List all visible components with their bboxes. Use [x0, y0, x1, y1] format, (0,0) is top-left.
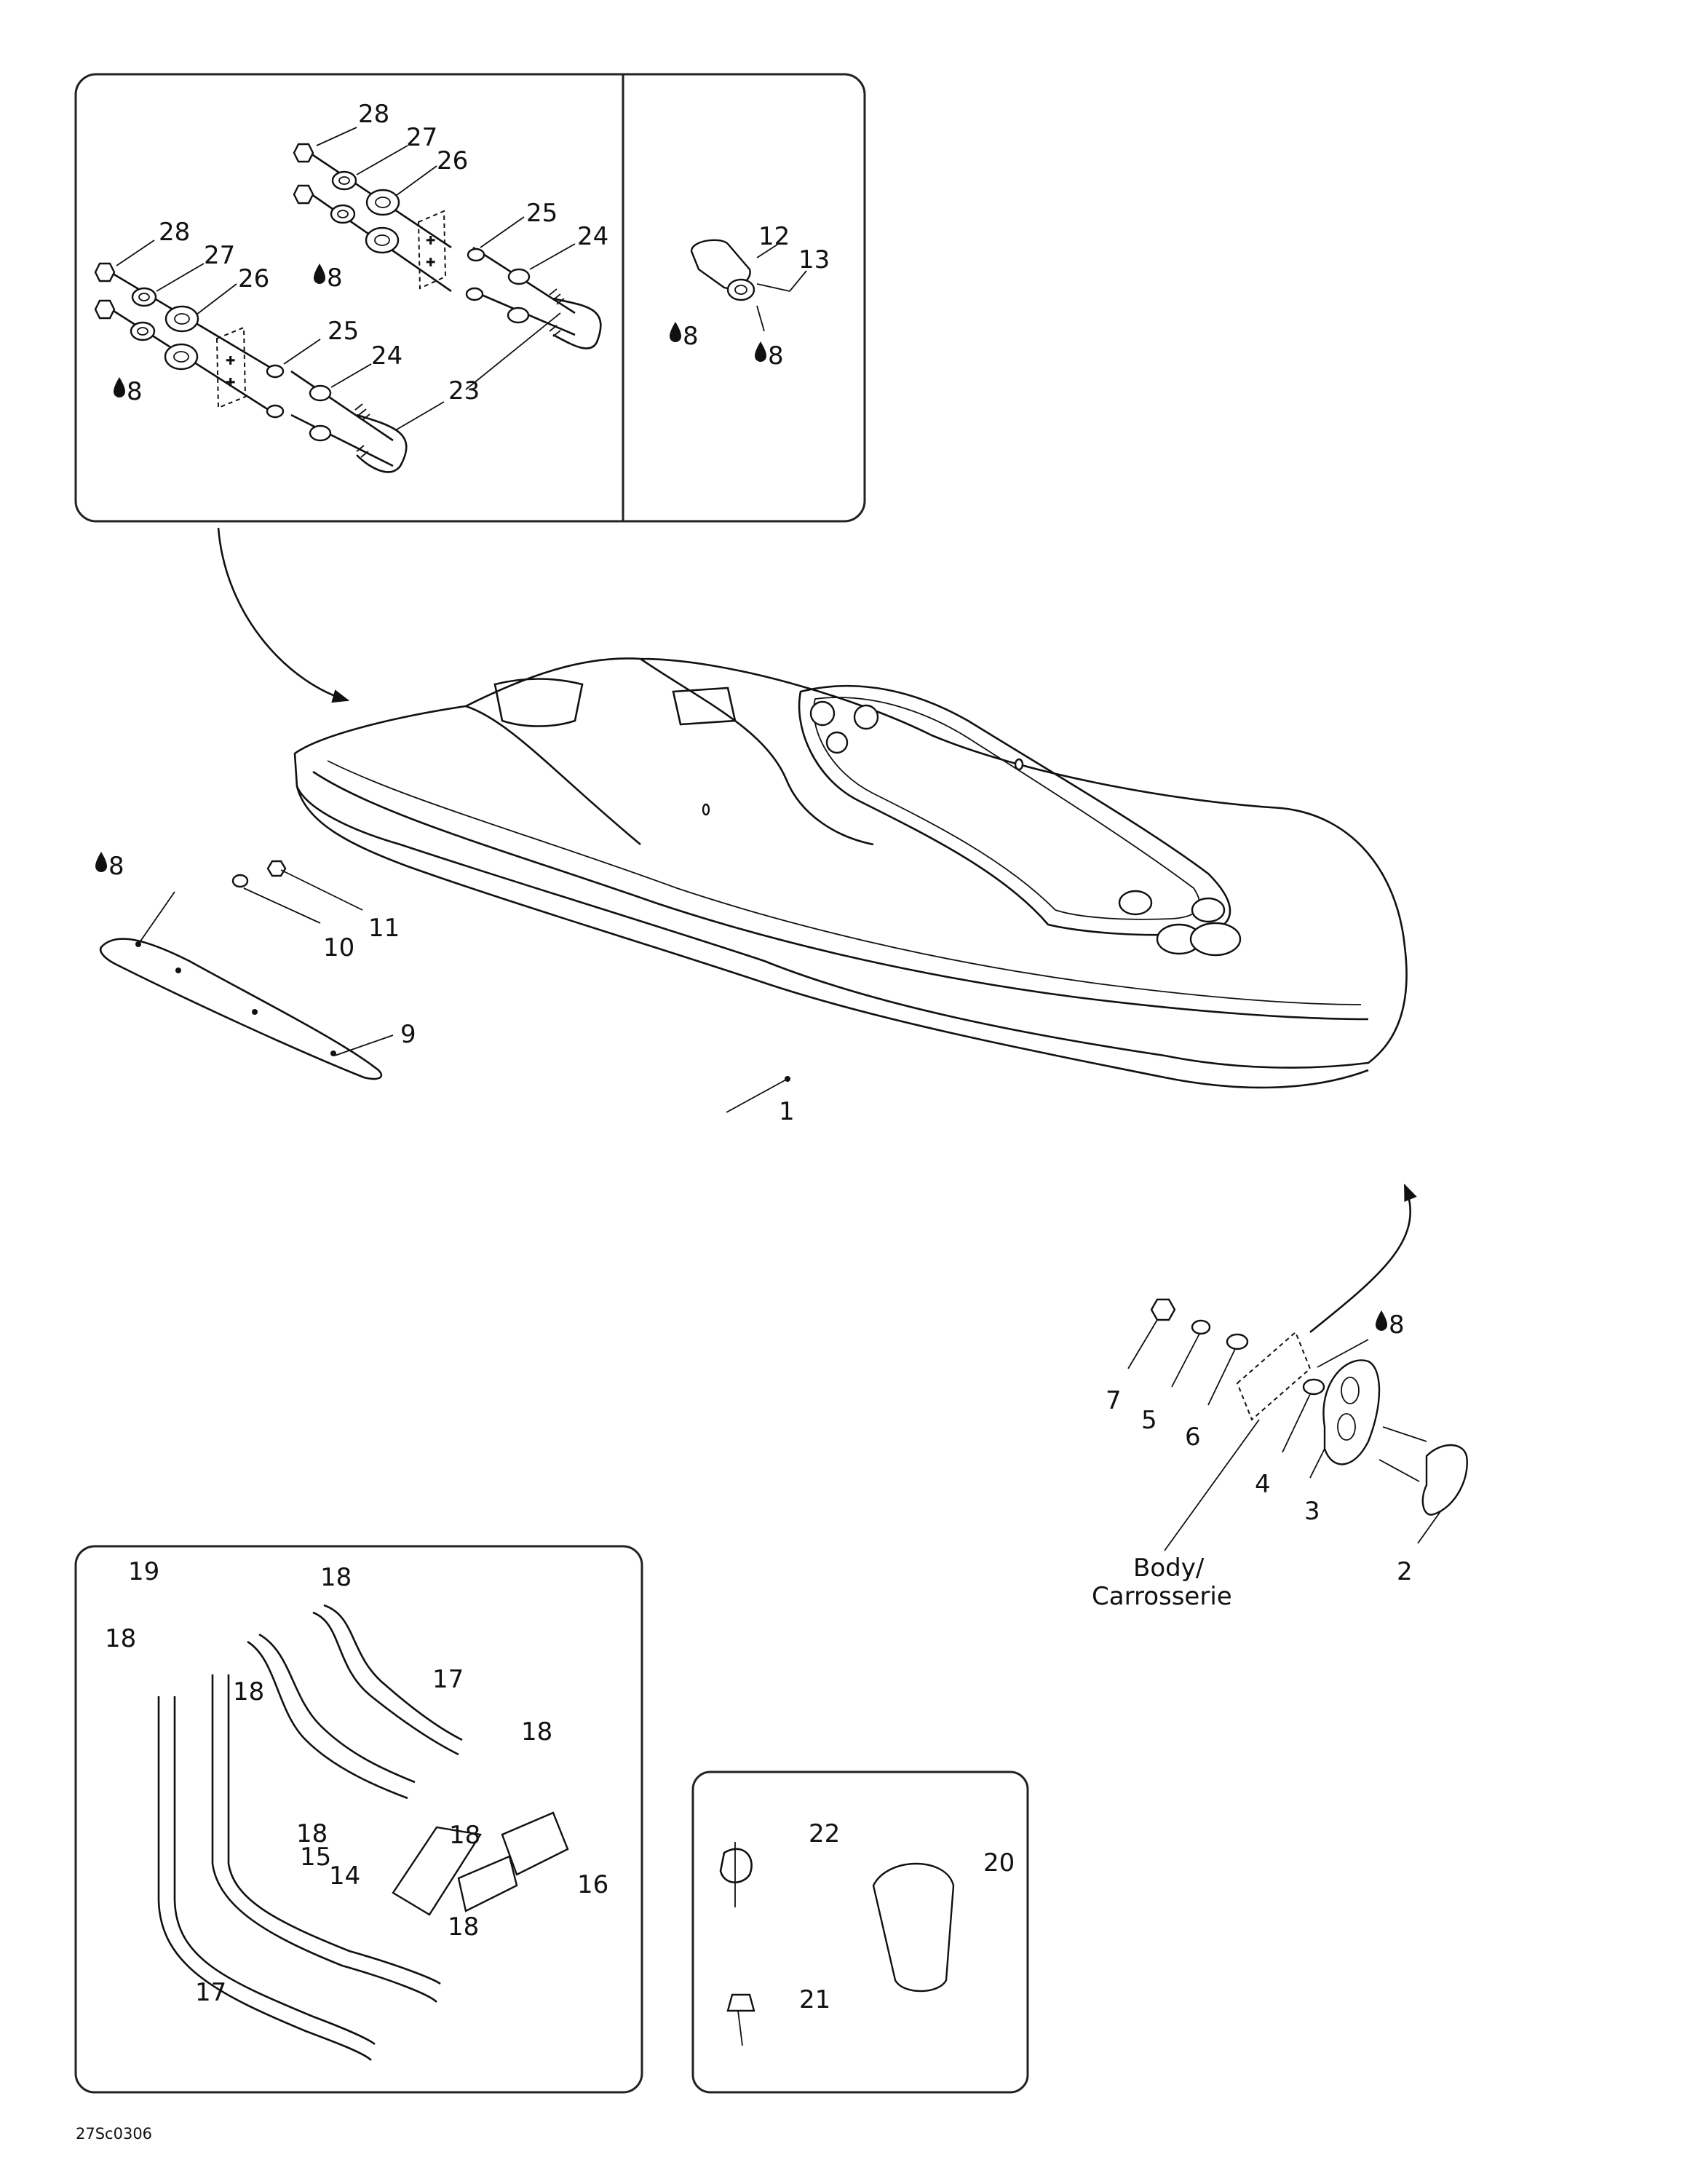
drop-label: 8 — [1389, 1310, 1405, 1340]
tow-eye-assembly-lower: + + — [94, 262, 408, 473]
figure-code: 27Sc0306 — [76, 2125, 152, 2143]
clamp-parts — [719, 1842, 955, 2046]
part-label: 1 — [779, 1097, 795, 1126]
svg-text:+: + — [426, 233, 435, 247]
part-label: 27 — [204, 241, 235, 270]
part-label: 2 — [1397, 1557, 1413, 1586]
part-label: 26 — [238, 264, 269, 293]
part-label: 23 — [448, 376, 480, 405]
connector-arrow-bow — [1309, 1183, 1417, 1334]
part-label: 18 — [521, 1717, 552, 1746]
drop-icon — [95, 852, 107, 872]
part-label: 11 — [368, 914, 400, 943]
part-label: 18 — [448, 1912, 479, 1942]
part-label: 18 — [320, 1563, 352, 1592]
part-label: 22 — [809, 1819, 840, 1848]
inset-panel-bottom-left — [74, 1545, 643, 2094]
part-label: 10 — [323, 933, 354, 962]
part-label: 18 — [296, 1819, 328, 1848]
part-label: 13 — [798, 245, 830, 274]
part-label: 14 — [329, 1861, 360, 1891]
drop-icon — [1376, 1310, 1387, 1331]
part-label: 24 — [371, 341, 402, 371]
inset-panel-bottom-right — [691, 1770, 1029, 2094]
drop-icon — [114, 377, 125, 397]
part-label: 24 — [577, 222, 608, 251]
part-label: 18 — [233, 1677, 264, 1706]
drop-label: 8 — [108, 852, 124, 881]
svg-text:+: + — [226, 353, 235, 367]
part-label: 17 — [195, 1978, 226, 2007]
part-label: 21 — [799, 1985, 830, 2014]
part-label: 19 — [128, 1557, 159, 1586]
part-label: 7 — [1106, 1386, 1122, 1415]
part-label: 4 — [1255, 1470, 1271, 1499]
part-label: 15 — [300, 1843, 331, 1872]
hull-body — [293, 657, 1408, 1089]
drop-label: 8 — [127, 377, 143, 406]
part-label: 25 — [328, 317, 359, 346]
svg-text:+: + — [226, 375, 235, 389]
part-label: 16 — [577, 1870, 608, 1899]
part-label: 9 — [400, 1020, 416, 1049]
connector-arrow-inset — [217, 527, 350, 703]
body-label-line2: Carrosserie — [1092, 1582, 1232, 1611]
part-label: 5 — [1141, 1406, 1157, 1435]
part-label: 6 — [1185, 1423, 1201, 1452]
part-label: 18 — [105, 1624, 136, 1653]
drop-icon — [755, 341, 766, 362]
part-label: 27 — [406, 123, 437, 152]
drop-label: 8 — [768, 341, 784, 371]
part-label: 20 — [983, 1848, 1015, 1878]
hose-assembly — [157, 1604, 569, 2061]
part-label: 28 — [358, 100, 389, 129]
drop-icon — [314, 264, 325, 284]
drain-fitting — [690, 239, 790, 301]
drop-icon — [670, 322, 681, 342]
bow-eye-assembly — [1150, 1298, 1468, 1516]
part-label: 25 — [526, 199, 558, 228]
drop-symbols: 8 8 8 8 8 8 — [95, 264, 1405, 1340]
drop-label: 8 — [327, 264, 343, 293]
part-label: 18 — [449, 1821, 480, 1850]
rub-strip — [99, 860, 383, 1080]
part-label: 12 — [758, 222, 790, 251]
body-label-line1: Body/ — [1133, 1554, 1205, 1583]
part-number-labels: 1 2 3 4 5 6 7 9 10 11 12 13 14 15 16 17 … — [105, 100, 1413, 2014]
tow-eye-assembly-upper: + + — [293, 143, 602, 349]
leader-lines — [116, 127, 1442, 1551]
drop-label: 8 — [683, 322, 699, 351]
part-label: 28 — [159, 218, 190, 247]
svg-text:+: + — [426, 255, 435, 269]
part-label: 3 — [1304, 1497, 1320, 1526]
part-label: 26 — [437, 146, 468, 175]
part-label: 17 — [432, 1665, 464, 1694]
inset-panel-top — [74, 73, 866, 523]
